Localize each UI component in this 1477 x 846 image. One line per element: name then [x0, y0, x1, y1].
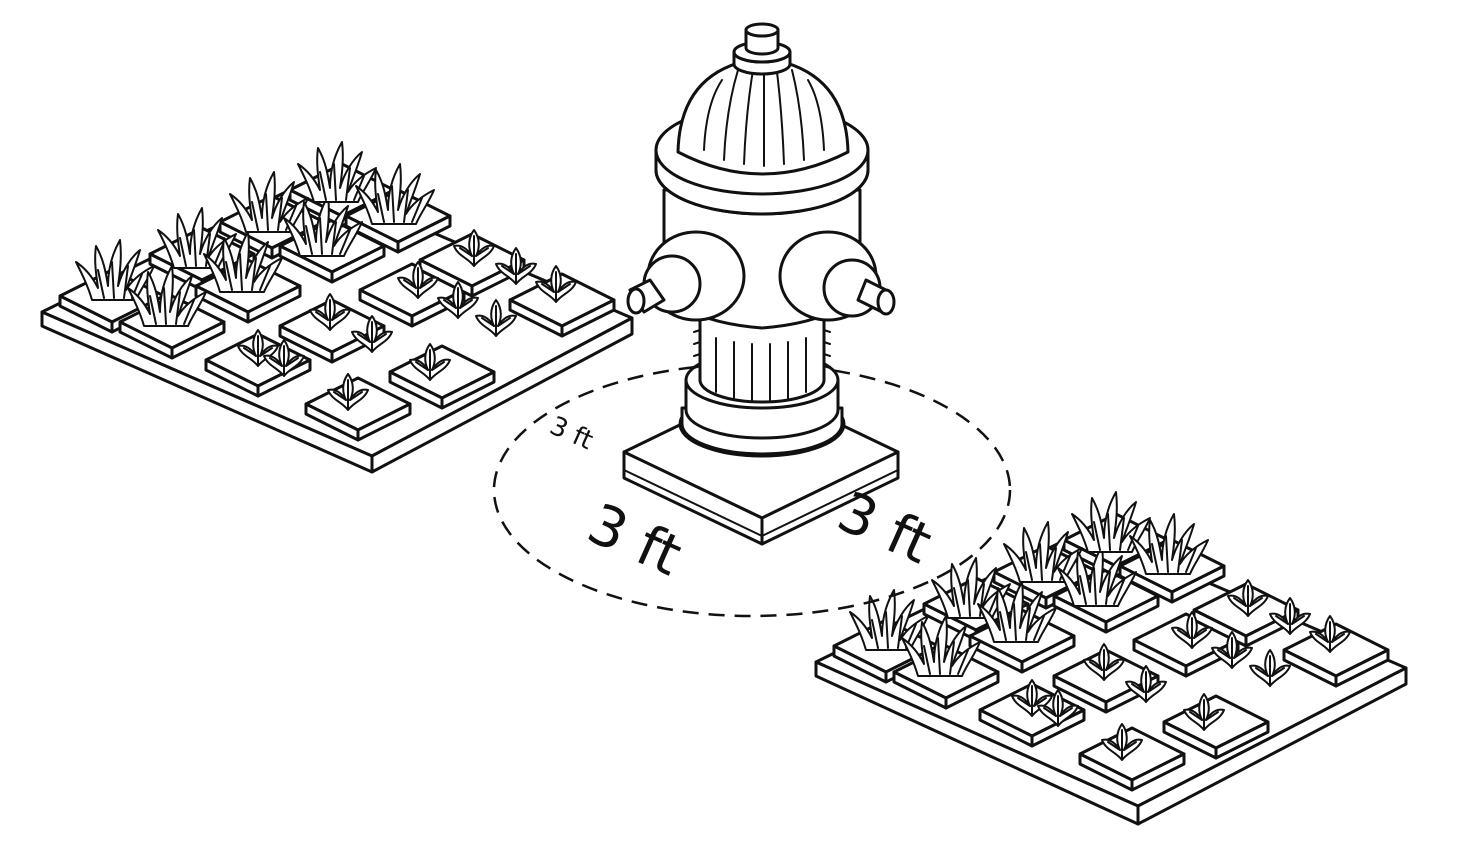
- hydrant-nozzle-right: [778, 230, 896, 322]
- distance-label-left: 3 ft: [578, 491, 690, 589]
- planted-bed-left: [40, 141, 634, 474]
- distance-label-small: 3 ft: [545, 411, 597, 456]
- clearance-boundary: [492, 362, 1012, 618]
- planted-bed-right: [814, 491, 1408, 826]
- fire-hydrant-icon: [622, 22, 900, 546]
- hydrant-nozzle-left: [626, 230, 746, 322]
